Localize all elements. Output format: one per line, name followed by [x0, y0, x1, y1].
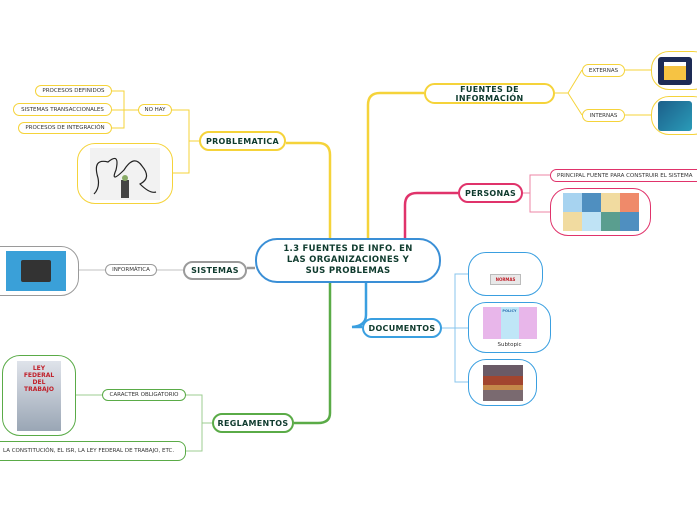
subtopic-caracter-obligatorio[interactable]: CARACTER OBLIGATORIO [102, 389, 186, 401]
people-avatars-icon [562, 193, 639, 231]
policy-clipboard-icon: POLICY [482, 307, 537, 339]
image-externas-bank[interactable] [651, 51, 697, 90]
tangled-line-icon [90, 147, 160, 200]
subtopic-internas[interactable]: INTERNAS [582, 109, 625, 122]
image-tangled-path[interactable] [77, 143, 173, 204]
subtopic-informatica[interactable]: INFORMÁTICA [105, 264, 157, 276]
subtopic-externas[interactable]: EXTERNAS [582, 64, 625, 77]
image-manuals-books[interactable] [468, 359, 537, 406]
image-laptop[interactable] [0, 246, 79, 296]
subtopic-procesos-integracion[interactable]: PROCESOS DE INTEGRACIÓN [18, 122, 112, 134]
topic-problematica[interactable]: PROBLEMATICA [199, 131, 286, 151]
subtopic-procesos-definidos[interactable]: PROCESOS DEFINIDOS [35, 85, 112, 97]
book-cover: LEY FEDERAL DEL TRABAJO [17, 360, 61, 431]
topic-fuentes[interactable]: FUENTES DE INFORMACIÓN [424, 83, 555, 104]
data-head-icon [658, 100, 692, 131]
subtopic-no-hay[interactable]: NO HAY [138, 104, 172, 116]
topic-reglamentos[interactable]: REGLAMENTOS [212, 413, 294, 433]
bank-icon [658, 56, 692, 85]
image-normas[interactable]: NORMAS [468, 252, 543, 296]
image-internas-data[interactable] [651, 96, 697, 135]
image-ley-federal-book[interactable]: LEY FEDERAL DEL TRABAJO [2, 355, 76, 436]
central-topic[interactable]: 1.3 FUENTES DE INFO. EN LAS ORGANIZACION… [255, 238, 441, 283]
image-caption: Subtopic [497, 342, 522, 348]
normas-sign: NORMAS [489, 273, 522, 285]
topic-personas[interactable]: PERSONAS [458, 183, 523, 203]
books-icon [482, 364, 523, 401]
subtopic-principal-fuente[interactable]: PRINCIPAL FUENTE PARA CONSTRUIR EL SISTE… [550, 169, 697, 182]
subtopic-sistemas-transaccionales[interactable]: SISTEMAS TRANSACCIONALES [13, 103, 112, 116]
laptop-icon [5, 251, 66, 291]
topic-sistemas[interactable]: SISTEMAS [183, 261, 247, 280]
image-people[interactable] [550, 188, 651, 236]
topic-documentos[interactable]: DOCUMENTOS [362, 318, 442, 338]
subtopic-constitucion[interactable]: LA CONSTITUCIÓN, EL ISR, LA LEY FEDERAL … [0, 441, 186, 461]
image-policy[interactable]: POLICY Subtopic [468, 302, 551, 353]
